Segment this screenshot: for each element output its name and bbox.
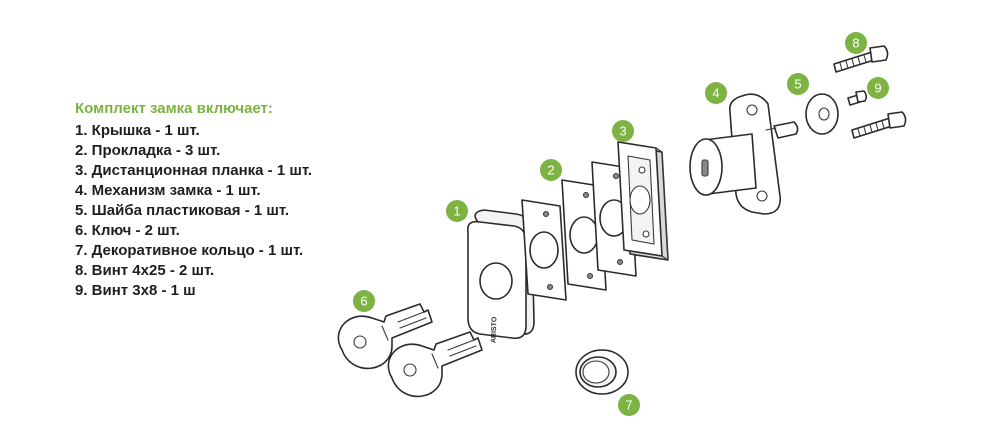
- parts-list-title: Комплект замка включает:: [75, 100, 273, 117]
- badge-3: 3: [612, 120, 634, 142]
- part-lock-mechanism: [689, 93, 799, 215]
- badge-4-label: 4: [712, 86, 719, 101]
- parts-list: Комплект замка включает: 1. Крышка - 1 ш…: [75, 99, 375, 301]
- gasket-1: [521, 199, 567, 301]
- part-decorative-ring: [575, 349, 629, 395]
- parts-list-item-8: 8. Винт 4х25 - 2 шт.: [75, 262, 215, 279]
- key-upper: [337, 303, 433, 370]
- part-gaskets: [521, 161, 637, 301]
- badge-1-label: 1: [453, 204, 460, 219]
- badge-5: 5: [787, 73, 809, 95]
- badge-1: 1: [446, 200, 468, 222]
- part-screw-3x8: [847, 90, 868, 106]
- badge-5-label: 5: [794, 77, 801, 92]
- badge-4: 4: [705, 82, 727, 104]
- parts-list-item-9: 9. Винт 3х8 - 1 ш: [75, 282, 196, 299]
- screw-long-lower: [851, 111, 907, 139]
- badge-3-label: 3: [619, 124, 626, 139]
- key-lower: [387, 331, 483, 398]
- part-plastic-washer: [805, 93, 839, 135]
- parts-list-item-4: 4. Механизм замка - 1 шт.: [75, 182, 261, 199]
- badge-8: 8: [845, 32, 867, 54]
- parts-list-item-7: 7. Декоративное кольцо - 1 шт.: [75, 242, 304, 259]
- part-keys: [337, 303, 483, 398]
- badge-2: 2: [540, 159, 562, 181]
- parts-list-item-1: 1. Крышка - 1 шт.: [75, 122, 200, 139]
- parts-list-item-5: 5. Шайба пластиковая - 1 шт.: [75, 202, 290, 219]
- badge-7: 7: [618, 394, 640, 416]
- parts-list-item-2: 2. Прокладка - 3 шт.: [75, 142, 221, 159]
- badge-6-label: 6: [360, 294, 367, 309]
- badge-7-label: 7: [625, 398, 632, 413]
- part-spacer-plate: [617, 141, 669, 261]
- screw-long-upper: [833, 45, 889, 73]
- part-screws-4x25: [833, 45, 907, 139]
- badge-2-label: 2: [547, 163, 554, 178]
- badge-9: 9: [867, 77, 889, 99]
- cover-logo: ARISTO: [491, 316, 499, 343]
- part-cover: ARISTO: [466, 209, 535, 343]
- parts-list-item-6: 6. Ключ - 2 шт.: [75, 222, 180, 239]
- badge-6: 6: [353, 290, 375, 312]
- badge-9-label: 9: [874, 81, 881, 96]
- badge-8-label: 8: [852, 36, 859, 51]
- parts-list-item-3: 3. Дистанционная планка - 1 шт.: [75, 162, 313, 179]
